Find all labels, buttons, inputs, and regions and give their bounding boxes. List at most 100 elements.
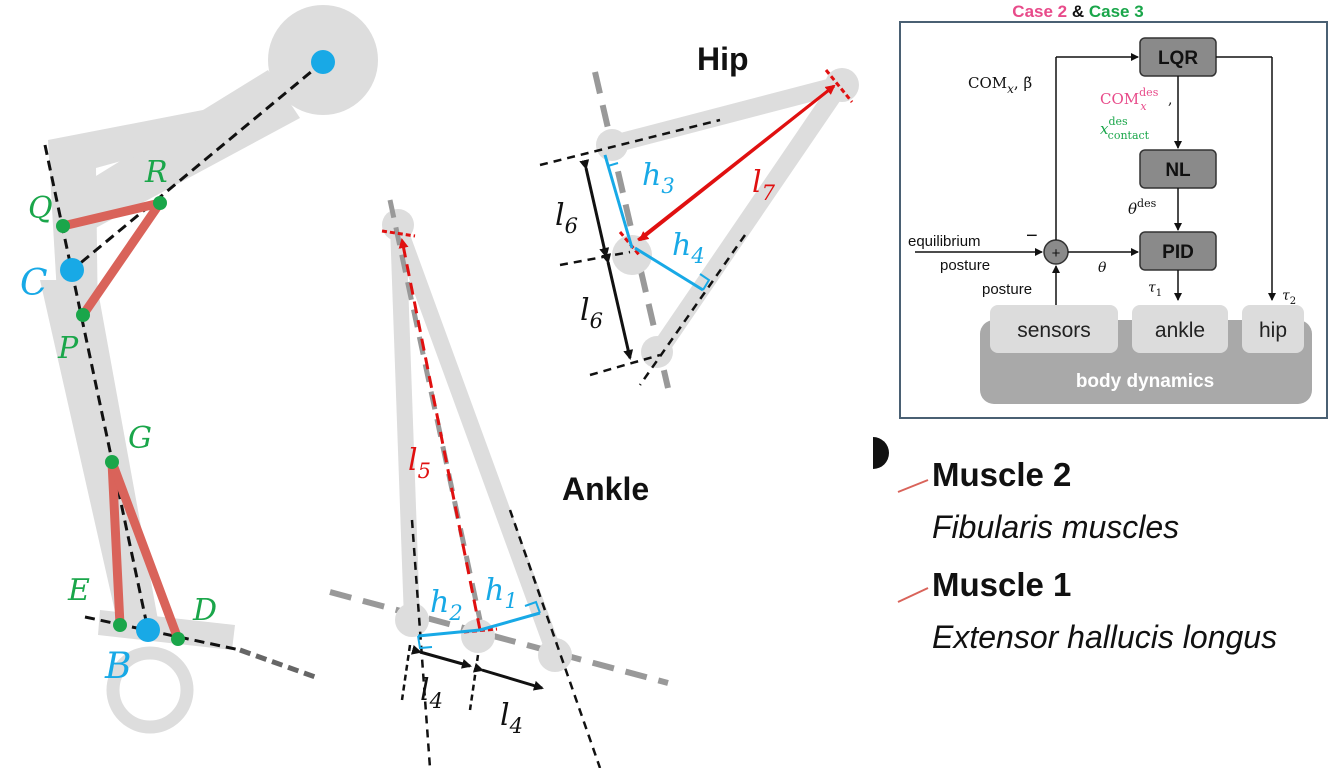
heel-ring-shape	[106, 646, 194, 734]
hip-center-dot	[311, 50, 335, 74]
label-B: B	[104, 646, 131, 687]
hip-bone-top	[601, 76, 849, 154]
label-l5: l5	[408, 443, 431, 483]
label-h2: h2	[430, 585, 463, 625]
hip-dash-lower	[589, 353, 661, 377]
ankle-foot-axis	[329, 589, 669, 686]
legend-muscle2-desc: Fibularis muscles	[932, 509, 1179, 545]
ankle-dash-right	[508, 509, 602, 768]
ankle-block	[1132, 305, 1228, 353]
hip-title: Hip	[697, 41, 749, 77]
hip-axis-dash	[592, 71, 671, 389]
sensors-label: sensors	[1017, 319, 1091, 342]
hip-block	[1242, 305, 1304, 353]
equilibrium-label: equilibrium	[908, 233, 981, 250]
legend-muscle2-name: Muscle 2	[932, 456, 1071, 493]
legend-marker-half-disc	[873, 437, 889, 469]
theta-label: θ	[1098, 260, 1107, 276]
ankle-right-node	[538, 638, 572, 672]
hip-tick-right	[824, 69, 854, 103]
label-R: R	[144, 155, 168, 190]
point-E-dot	[113, 618, 127, 632]
sum-minus: −	[1026, 225, 1038, 247]
ankle-block-label: ankle	[1155, 319, 1205, 342]
l7-arrow-back	[638, 84, 835, 242]
label-l7: l7	[752, 165, 776, 205]
legend-line-muscle1	[897, 587, 929, 603]
muscle-QR	[58, 198, 165, 231]
label-D: D	[192, 593, 217, 628]
muscle-RP	[78, 198, 165, 320]
h1-right-angle	[524, 600, 541, 614]
h2-line	[417, 628, 481, 638]
hip-detail: Hip h3 h4 l7 l6 l6	[539, 41, 859, 389]
ankle-dash-l4-left	[400, 644, 412, 701]
label-h4: h4	[672, 228, 705, 268]
posture-label-1: posture	[940, 257, 990, 274]
ankle-detail: Ankle l5 h2 h1 l4 l4	[329, 199, 669, 768]
thigh-axis-line	[71, 60, 324, 272]
muscle-GE	[107, 457, 125, 630]
label-G: G	[128, 421, 152, 456]
controller-header: Case 2 & Case 3	[1012, 2, 1143, 21]
point-D-dot	[171, 632, 185, 646]
sum-plus: +	[1052, 245, 1061, 262]
l5-arrow	[398, 238, 482, 631]
legend-muscle1-desc: Extensor hallucis longus	[932, 619, 1277, 655]
point-P-dot	[76, 308, 90, 322]
hip-dash-diag	[638, 234, 747, 386]
l6-arrow-lower	[601, 253, 634, 360]
com-des-comma: ,	[1168, 92, 1172, 108]
point-R-dot	[153, 196, 167, 210]
hip-tick-mid	[618, 231, 642, 257]
ankle-axis-dash	[387, 199, 483, 621]
posture-label-2: posture	[982, 281, 1032, 298]
hip-top-node	[596, 129, 628, 161]
tau1-label: τ1	[1148, 280, 1162, 299]
label-h1: h1	[485, 573, 518, 613]
label-h3: h3	[642, 158, 675, 198]
hip-bottom-node	[641, 336, 673, 368]
muscle-GD	[107, 457, 183, 644]
ankle-tick-top	[381, 229, 416, 238]
header-case2: Case 2	[1012, 2, 1067, 21]
body-dynamics-label: body dynamics	[1076, 371, 1214, 392]
theta-des-label: θdes	[1128, 197, 1157, 218]
controller-diagram: Case 2 & Case 3 LQR NL PID + − COMx, β̃ …	[899, 2, 1328, 419]
tau2-label: τ2	[1282, 288, 1296, 307]
sensors-block	[990, 305, 1118, 353]
nl-label: NL	[1165, 160, 1191, 181]
ankle-bone-left	[390, 217, 420, 628]
legend-muscle1-name: Muscle 1	[932, 566, 1071, 603]
foot-bone-shape	[98, 610, 235, 650]
joint-B-dot	[136, 618, 160, 642]
label-l4-right: l4	[500, 698, 523, 738]
foot-axis-extension	[239, 647, 319, 681]
l4-arrow-right	[472, 662, 544, 691]
label-l6-lower: l6	[580, 293, 603, 333]
controller-frame	[899, 21, 1328, 419]
label-P: P	[57, 331, 79, 366]
hip-bone-diag	[649, 76, 849, 361]
l6-arrow-upper	[579, 159, 610, 258]
ankle-bone-right	[390, 217, 563, 663]
hip-dash-upper	[539, 118, 721, 167]
hip-block-label: hip	[1259, 319, 1287, 342]
h1-line	[479, 611, 541, 632]
ankle-dash-l4-mid	[468, 654, 480, 711]
h4-right-angle	[699, 273, 711, 291]
legend-line-muscle2	[897, 479, 929, 493]
label-Q: Q	[28, 191, 53, 226]
label-E: E	[67, 573, 90, 608]
header-case3: Case 3	[1089, 2, 1144, 21]
pelvis-shape	[48, 98, 265, 345]
com-feedback-label: COMx, β̃	[968, 74, 1032, 96]
ankle-left-node	[395, 603, 429, 637]
pid-label: PID	[1162, 242, 1194, 263]
lqr-label: LQR	[1158, 48, 1198, 69]
l4-arrow-left	[410, 645, 472, 669]
legend: Muscle 2 Fibularis muscles Muscle 1 Exte…	[873, 437, 1277, 655]
